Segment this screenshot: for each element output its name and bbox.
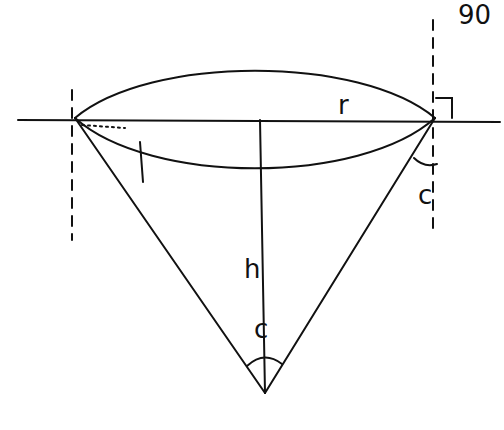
rim-lower (75, 118, 435, 168)
angle-label: c (254, 316, 268, 342)
radius-label: r (338, 92, 349, 118)
dashed-vertical (71, 90, 73, 240)
rim-upper (75, 71, 435, 118)
dotted-line (82, 125, 125, 128)
tick-mark (140, 142, 143, 182)
angle-label: c (418, 182, 432, 208)
angle-label: 90 (458, 2, 491, 28)
height-line (260, 120, 265, 393)
dashed-vertical (432, 20, 434, 232)
height-label: h (244, 256, 260, 282)
cone-side (75, 118, 265, 393)
base-line (18, 120, 500, 122)
right-angle-mark (436, 98, 452, 118)
cone-side (265, 118, 435, 393)
angle-arc (247, 357, 282, 366)
